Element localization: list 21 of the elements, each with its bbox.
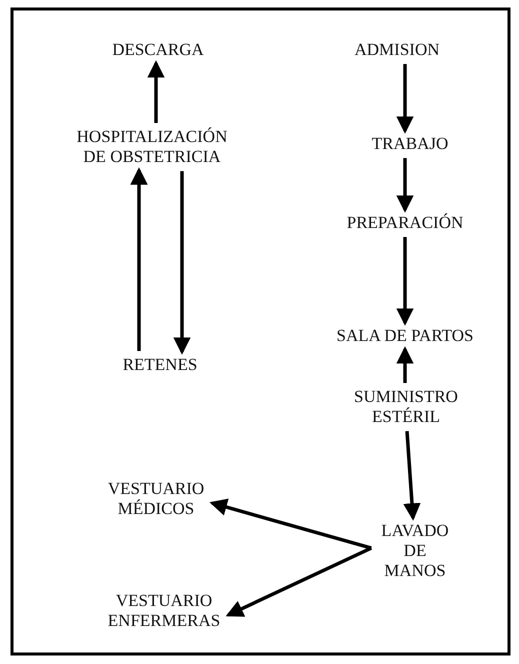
step-label: TRABAJO [372,134,448,154]
step-label: RETENES [122,355,198,376]
arrow [403,430,421,521]
step-label: HOSPITALIZACIÓN DE OBSTETRICIA [76,127,228,168]
arrow [396,346,414,383]
step-label: VESTUARIO MÉDICOS [108,479,204,520]
step-label: ADMISION [354,40,440,60]
step-label: SALA DE PARTOS [336,326,474,346]
arrow [130,167,148,351]
step-label: PREPARACIÓN [346,213,464,234]
arrow [209,498,372,550]
step-label: LAVADO DE MANOS [381,521,449,582]
arrow [173,171,191,355]
arrow [396,158,414,213]
arrow [226,546,372,617]
step-label: VESTUARIO ENFERMERAS [108,591,220,632]
step-label: SUMINISTRO ESTÉRIL [354,387,458,428]
step-label: DESCARGA [112,40,204,60]
arrow [147,60,165,123]
arrow [396,64,414,134]
arrow [396,237,414,326]
